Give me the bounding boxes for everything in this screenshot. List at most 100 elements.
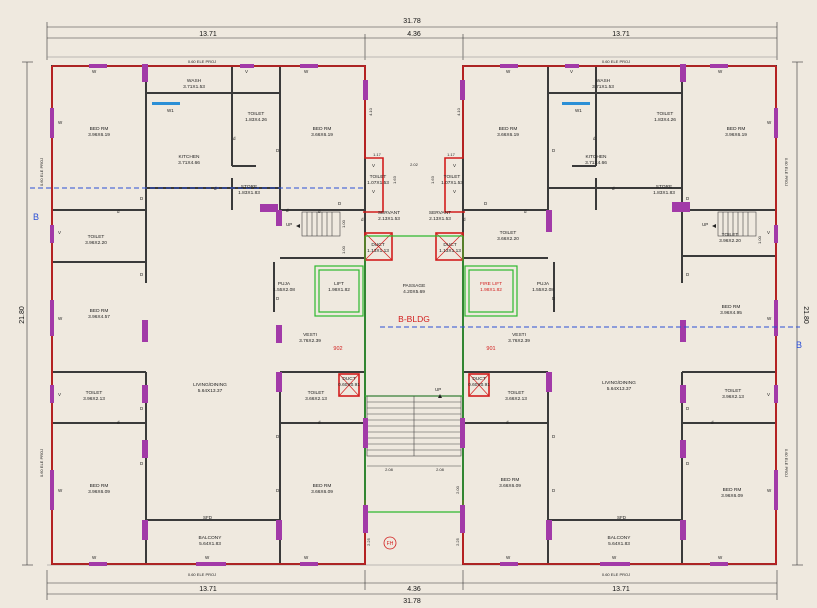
mark-window: W xyxy=(205,555,210,560)
mark-window: W xyxy=(58,120,63,125)
room-bed-size: 3.96X6.09 xyxy=(721,493,743,499)
room-wash-name: WASH xyxy=(187,78,202,84)
mark-door: D xyxy=(276,434,280,439)
room-toilet-name: TOILET xyxy=(88,234,105,240)
stair-width-right: 2.08 xyxy=(436,467,445,472)
room-duct-size: 1.13X1.13 xyxy=(439,248,461,254)
room-bed-name: BED RM xyxy=(313,483,332,489)
mark-window: W xyxy=(58,316,63,321)
mark-window: W xyxy=(304,69,309,74)
mark-door: D xyxy=(140,196,144,201)
mark-door-small: d xyxy=(506,420,509,425)
flat-number-left: 902 xyxy=(333,346,342,352)
mark-vent: V xyxy=(372,163,375,168)
room-lift-size: 1.98X1.82 xyxy=(328,287,350,293)
room-duct-size: 0.60X0.91 xyxy=(468,382,490,388)
mark-door-small: d xyxy=(711,420,714,425)
flat-number-right: 901 xyxy=(486,346,495,352)
mark-vent: V xyxy=(767,392,770,397)
stair-width-left: 2.08 xyxy=(385,467,394,472)
room-living-size: 5.64X13.37 xyxy=(198,388,223,394)
room-duct-name: DUCT xyxy=(371,242,384,248)
stair-arrows xyxy=(296,224,716,398)
room-toilet-name: TOILET xyxy=(657,111,674,117)
left-wing-width-top: 13.71 xyxy=(199,31,217,38)
room-toilet-name: TOILET xyxy=(508,390,525,396)
mark-door-small: d xyxy=(361,217,364,222)
shaft-height-left: 1.63 xyxy=(392,175,397,184)
private-stair-left xyxy=(301,211,341,237)
right-wing-width-top: 13.71 xyxy=(612,31,630,38)
mark-window: W xyxy=(506,69,511,74)
room-bed-name: BED RM xyxy=(727,126,746,132)
mark-window: W xyxy=(58,488,63,493)
mark-door: D xyxy=(276,148,280,153)
mark-door: D xyxy=(552,434,556,439)
mark-door: D xyxy=(276,296,280,301)
mark-door-small: d xyxy=(318,209,321,214)
section-marker-right: B xyxy=(796,340,802,350)
mark-door: D xyxy=(140,272,144,277)
room-toilet-size: 1.07X1.53 xyxy=(367,180,389,186)
room-toilet-name: TOILET xyxy=(248,111,265,117)
mark-door: D xyxy=(552,488,556,493)
mark-sfd: SFD xyxy=(617,515,627,520)
mark-window: W xyxy=(612,555,617,560)
mark-vent: V xyxy=(372,189,375,194)
mark-door: D xyxy=(338,201,342,206)
projection-side-left-top: 0.60 ELE PROJ xyxy=(39,158,44,186)
openings xyxy=(50,64,778,566)
room-store-name: STORE xyxy=(241,184,257,190)
room-duct-name: DUCT xyxy=(472,376,485,382)
core-width-top: 4.36 xyxy=(407,31,421,38)
mark-window: W xyxy=(767,488,772,493)
room-toilet-size: 3.96X2.20 xyxy=(85,240,107,246)
duct-dim-left: 1.00 xyxy=(341,245,346,254)
mark-up: UP xyxy=(286,222,292,227)
room-bed-name: BED RM xyxy=(90,308,109,314)
mark-door: D xyxy=(686,272,690,277)
room-bed-name: BED RM xyxy=(90,483,109,489)
building-label: B-BLDG xyxy=(398,314,430,324)
projection-side-right-bottom: 0.60 ELE PROJ xyxy=(784,449,789,477)
room-labels-left: WASH 3.71X1.53 TOILET 1.83X4.26 BED RM 3… xyxy=(83,78,425,547)
mark-door-small: d xyxy=(117,420,120,425)
room-living-name: LIVING/DINING xyxy=(193,382,227,388)
mark-up: UP xyxy=(702,222,708,227)
mark-door-small: d xyxy=(593,136,596,141)
room-puja-size: 1.55X2.08 xyxy=(273,287,295,293)
room-servant-name: SERVANT xyxy=(378,210,400,216)
overall-width-top: 31.78 xyxy=(403,18,421,25)
mark-door-small: d xyxy=(286,208,289,213)
room-toilet-name: TOILET xyxy=(722,232,739,238)
room-wash-name: WASH xyxy=(596,78,611,84)
mark-vent: V xyxy=(453,189,456,194)
mark-window: W xyxy=(304,555,309,560)
room-kitchen-size: 3.71X4.66 xyxy=(585,160,607,166)
mark-door-small: d xyxy=(318,420,321,425)
room-duct-size: 0.60X0.91 xyxy=(338,382,360,388)
mark-vent: V xyxy=(58,392,61,397)
mark-door: D xyxy=(686,461,690,466)
mark-door: D xyxy=(686,196,690,201)
shaft-height-right: 1.63 xyxy=(430,175,435,184)
room-passage-name: PASSAGE xyxy=(403,283,426,289)
projection-bottom-right: 0.60 ELE PROJ xyxy=(602,572,630,577)
room-lift-name: LIFT xyxy=(334,281,344,287)
room-vesti-name: VESTI xyxy=(303,332,317,338)
room-servant-size: 2.13X1.53 xyxy=(378,216,400,222)
mark-door: D xyxy=(276,488,280,493)
room-balcony-name: BALCONY xyxy=(199,535,223,541)
mark-window: W xyxy=(767,316,772,321)
room-vesti-size: 3.76X2.39 xyxy=(299,338,321,344)
room-fire-lift-size: 1.98X1.82 xyxy=(480,287,502,293)
core-width-bottom: 4.36 xyxy=(407,586,421,593)
room-balcony-name: BALCONY xyxy=(608,535,632,541)
room-duct-name: DUCT xyxy=(342,376,355,382)
mark-vent: V xyxy=(58,230,61,235)
servant-door-dim-right: 1.00 xyxy=(757,235,762,244)
room-toilet-name: TOILET xyxy=(308,390,325,396)
window-w1 xyxy=(152,102,590,105)
mark-window: W xyxy=(718,555,723,560)
